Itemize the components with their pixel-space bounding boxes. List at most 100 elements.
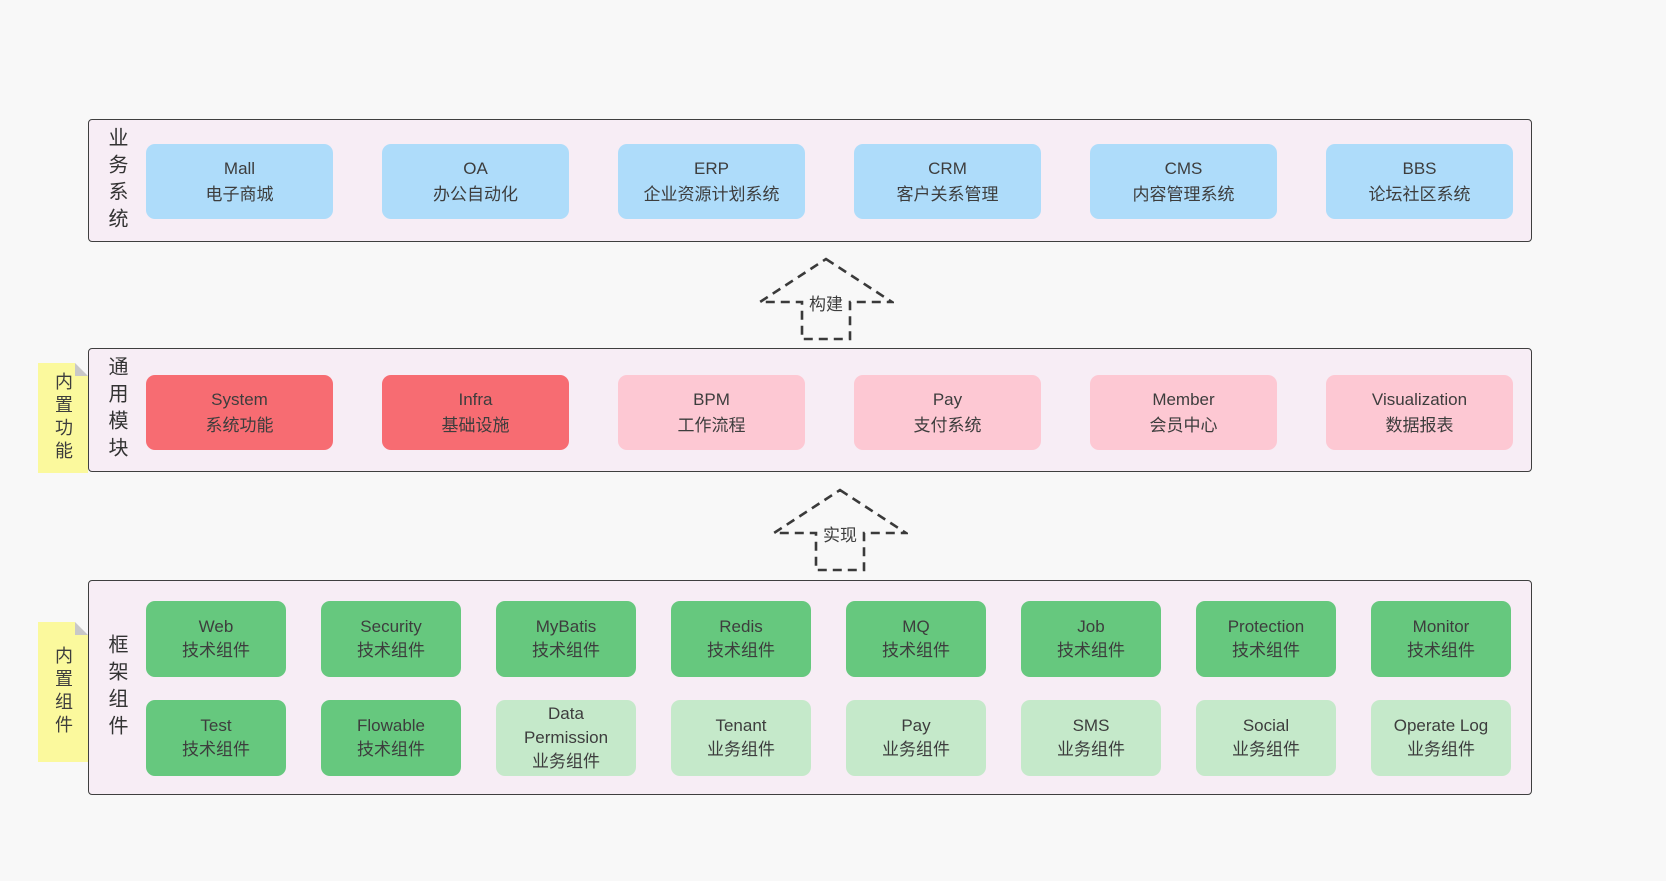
framework-components-panel: 框架组件 Web 技术组件 Security 技术组件 MyBatis 技术组件… xyxy=(88,580,1532,795)
box-subtitle: 技术组件 xyxy=(532,641,600,660)
box-system: System 系统功能 xyxy=(146,375,333,450)
box-pay-biz: Pay 业务组件 xyxy=(846,700,986,776)
box-title: Security xyxy=(360,617,422,636)
box-title: Social xyxy=(1242,716,1290,735)
box-title: BBS xyxy=(1402,158,1437,178)
up-arrow-icon xyxy=(758,257,894,341)
builtin-components-sticky: 内置组件 xyxy=(38,622,88,762)
box-title: SMS xyxy=(1072,716,1110,735)
box-subtitle: 客户关系管理 xyxy=(896,184,999,204)
box-social: Social 业务组件 xyxy=(1196,700,1336,776)
common-modules-label: 通用模块 xyxy=(105,356,127,464)
box-title: Data Permission xyxy=(523,704,609,747)
box-test: Test 技术组件 xyxy=(146,700,286,776)
box-title: Test xyxy=(200,716,232,735)
box-title: Mall xyxy=(223,158,256,178)
box-subtitle: 技术组件 xyxy=(1232,641,1300,660)
box-title: Visualization xyxy=(1371,389,1468,409)
box-title: MyBatis xyxy=(535,617,597,636)
box-title: System xyxy=(211,389,268,409)
business-systems-row: Mall 电子商城 OA 办公自动化 ERP 企业资源计划系统 CRM 客户关系… xyxy=(146,144,1513,219)
box-subtitle: 技术组件 xyxy=(1407,641,1475,660)
builtin-components-label: 内置组件 xyxy=(53,646,73,738)
box-title: Member xyxy=(1152,389,1215,409)
box-pay-system: Pay 支付系统 xyxy=(854,375,1041,450)
box-subtitle: 技术组件 xyxy=(357,641,425,660)
box-bpm: BPM 工作流程 xyxy=(618,375,805,450)
box-subtitle: 业务组件 xyxy=(1057,740,1125,759)
box-data-permission: Data Permission 业务组件 xyxy=(496,700,636,776)
folded-corner-icon xyxy=(75,622,88,635)
box-title: Monitor xyxy=(1412,617,1470,636)
box-title: Flowable xyxy=(356,716,426,735)
box-operate-log: Operate Log 业务组件 xyxy=(1371,700,1511,776)
framework-components-row-1: Web 技术组件 Security 技术组件 MyBatis 技术组件 Redi… xyxy=(146,601,1511,677)
box-subtitle: 工作流程 xyxy=(677,415,746,435)
box-subtitle: 论坛社区系统 xyxy=(1368,184,1471,204)
box-protection: Protection 技术组件 xyxy=(1196,601,1336,677)
box-infra: Infra 基础设施 xyxy=(382,375,569,450)
box-tenant: Tenant 业务组件 xyxy=(671,700,811,776)
box-title: Tenant xyxy=(715,716,767,735)
box-erp: ERP 企业资源计划系统 xyxy=(618,144,805,219)
box-title: Operate Log xyxy=(1393,716,1489,735)
box-security: Security 技术组件 xyxy=(321,601,461,677)
box-title: Protection xyxy=(1227,617,1305,636)
box-subtitle: 会员中心 xyxy=(1149,415,1218,435)
box-subtitle: 内容管理系统 xyxy=(1132,184,1235,204)
common-modules-panel: 通用模块 System 系统功能 Infra 基础设施 BPM 工作流程 Pay… xyxy=(88,348,1532,472)
box-title: Infra xyxy=(458,389,493,409)
box-sms: SMS 业务组件 xyxy=(1021,700,1161,776)
box-job: Job 技术组件 xyxy=(1021,601,1161,677)
box-title: CMS xyxy=(1164,158,1203,178)
box-subtitle: 电子商城 xyxy=(205,184,274,204)
folded-corner-icon xyxy=(75,363,88,376)
box-title: Job xyxy=(1077,617,1105,636)
up-arrow-icon xyxy=(772,488,908,572)
build-arrow-label: 构建 xyxy=(809,294,843,314)
builtin-functions-sticky: 内置功能 xyxy=(38,363,88,473)
box-flowable: Flowable 技术组件 xyxy=(321,700,461,776)
box-subtitle: 技术组件 xyxy=(1057,641,1125,660)
business-systems-panel: 业务系统 Mall 电子商城 OA 办公自动化 ERP 企业资源计划系统 CRM… xyxy=(88,119,1532,242)
business-systems-label: 业务系统 xyxy=(105,126,127,235)
box-mall: Mall 电子商城 xyxy=(146,144,333,219)
box-bbs: BBS 论坛社区系统 xyxy=(1326,144,1513,219)
box-title: MQ xyxy=(902,617,930,636)
box-title: OA xyxy=(463,158,488,178)
box-subtitle: 业务组件 xyxy=(1407,740,1475,759)
box-subtitle: 企业资源计划系统 xyxy=(643,184,780,204)
box-member: Member 会员中心 xyxy=(1090,375,1277,450)
implement-arrow: 实现 xyxy=(772,488,908,572)
box-monitor: Monitor 技术组件 xyxy=(1371,601,1511,677)
box-subtitle: 业务组件 xyxy=(1232,740,1300,759)
box-subtitle: 支付系统 xyxy=(913,415,982,435)
box-subtitle: 数据报表 xyxy=(1385,415,1454,435)
box-subtitle: 业务组件 xyxy=(882,740,950,759)
box-web: Web 技术组件 xyxy=(146,601,286,677)
common-modules-row: System 系统功能 Infra 基础设施 BPM 工作流程 Pay 支付系统… xyxy=(146,375,1513,450)
build-arrow: 构建 xyxy=(758,257,894,341)
box-subtitle: 技术组件 xyxy=(707,641,775,660)
box-subtitle: 基础设施 xyxy=(441,415,510,435)
box-subtitle: 业务组件 xyxy=(532,752,600,771)
box-subtitle: 办公自动化 xyxy=(433,184,518,204)
box-subtitle: 系统功能 xyxy=(205,415,274,435)
box-title: CRM xyxy=(928,158,967,178)
box-mybatis: MyBatis 技术组件 xyxy=(496,601,636,677)
builtin-functions-label: 内置功能 xyxy=(53,372,73,464)
box-mq: MQ 技术组件 xyxy=(846,601,986,677)
framework-components-row-2: Test 技术组件 Flowable 技术组件 Data Permission … xyxy=(146,700,1511,776)
implement-arrow-label: 实现 xyxy=(823,525,857,545)
box-crm: CRM 客户关系管理 xyxy=(854,144,1041,219)
framework-components-label: 框架组件 xyxy=(105,633,127,742)
box-subtitle: 技术组件 xyxy=(357,740,425,759)
box-title: Pay xyxy=(901,716,931,735)
box-cms: CMS 内容管理系统 xyxy=(1090,144,1277,219)
box-title: BPM xyxy=(693,389,730,409)
box-title: Redis xyxy=(719,617,763,636)
box-subtitle: 技术组件 xyxy=(182,740,250,759)
box-subtitle: 技术组件 xyxy=(882,641,950,660)
box-title: Pay xyxy=(932,389,963,409)
